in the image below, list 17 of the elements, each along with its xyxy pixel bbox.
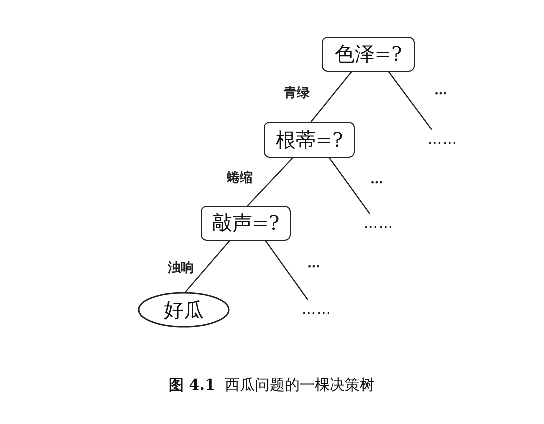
decision-box: 敲声=? (201, 206, 291, 241)
ellipsis-text: …… (302, 302, 332, 318)
ellipsis-text: …… (428, 132, 458, 148)
edge-label: 青绿 (283, 84, 311, 102)
ellipsis-text: …… (364, 216, 394, 232)
branch-line (265, 240, 308, 300)
branch-line (310, 72, 352, 122)
decision-box: 色泽=? (322, 37, 415, 72)
branch-line (388, 72, 432, 130)
node-label: 好瓜 (164, 296, 204, 324)
edge-label: 浊响 (167, 259, 195, 277)
decision-box: 根蒂=? (264, 122, 355, 158)
branch-line (329, 158, 370, 214)
branch-line (247, 158, 294, 206)
branch-line (185, 240, 230, 292)
figure-caption: 图 4.1 西瓜问题的一棵决策树 (168, 376, 376, 395)
edge-label: 蜷缩 (226, 169, 254, 187)
